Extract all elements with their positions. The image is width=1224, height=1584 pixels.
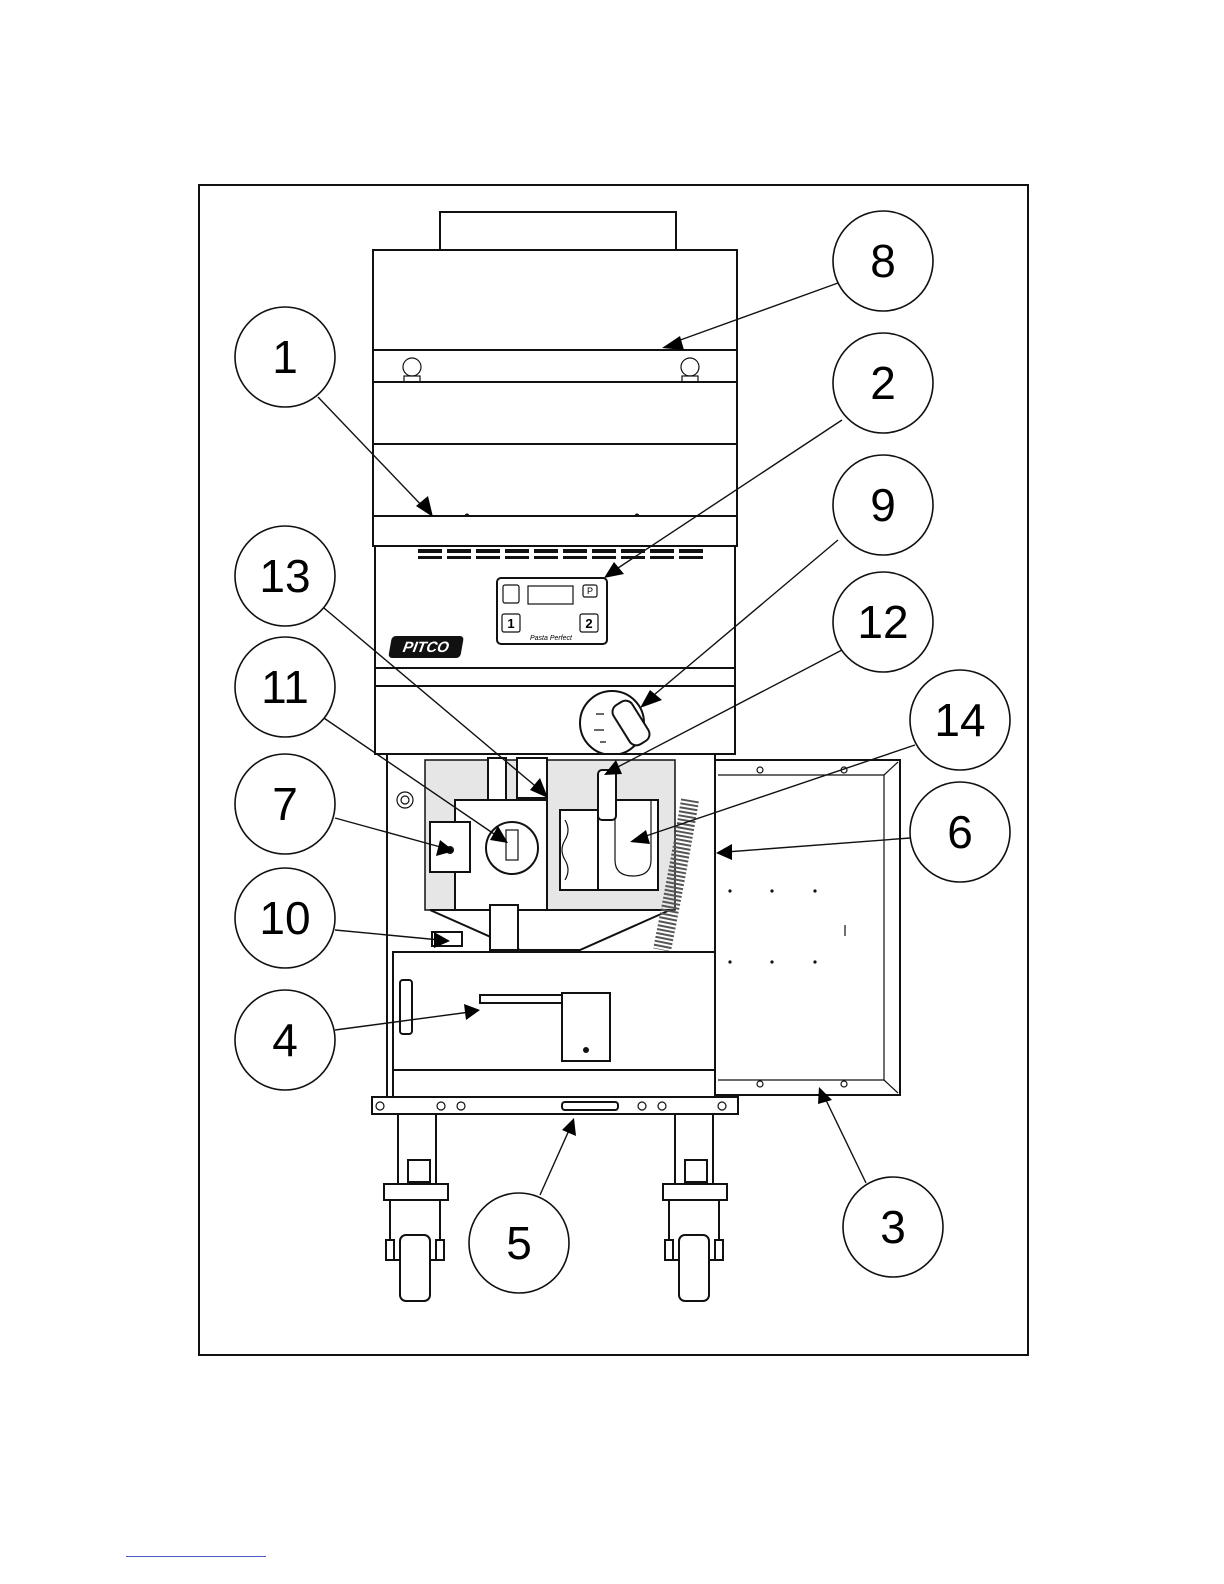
controller-key-program-label: P <box>587 586 593 596</box>
callout-1-label: 1 <box>272 331 298 383</box>
callout-6-label: 6 <box>947 806 973 858</box>
callout-5-label: 5 <box>506 1217 532 1269</box>
callout-13-label: 13 <box>259 550 310 602</box>
callout-13: 13 <box>235 526 335 626</box>
drain-pan-grip <box>400 980 412 1034</box>
callout-8-label: 8 <box>870 235 896 287</box>
cabinet-door <box>715 760 900 1095</box>
tank-body <box>373 382 737 444</box>
callout-11: 11 <box>235 637 335 737</box>
callout-1: 1 <box>235 307 335 407</box>
brand-logo: PITCO <box>388 636 464 658</box>
callout-14-label: 14 <box>934 694 985 746</box>
callout-12-label: 12 <box>857 596 908 648</box>
pilot-tube <box>488 758 506 800</box>
callout-8: 8 <box>833 211 933 311</box>
callout-6: 6 <box>910 782 1010 882</box>
base-frame <box>372 1097 738 1114</box>
callout-11-label: 11 <box>261 661 309 713</box>
callout-10: 10 <box>235 868 335 968</box>
callout-2: 2 <box>833 333 933 433</box>
callout-3: 3 <box>843 1177 943 1277</box>
callout-2-label: 2 <box>870 357 896 409</box>
tank-cover <box>373 250 737 350</box>
drain-pan <box>393 952 715 1070</box>
left-caster <box>384 1114 448 1301</box>
drain-valve-handle-base <box>562 1102 618 1110</box>
callout-12: 12 <box>833 572 933 672</box>
right-caster <box>663 1114 727 1301</box>
callout-7-label: 7 <box>272 778 298 830</box>
callout-9-label: 9 <box>870 479 896 531</box>
controller-key-2-label: 2 <box>585 616 592 631</box>
footer-rule <box>126 1556 266 1557</box>
callout-4: 4 <box>235 990 335 1090</box>
controller-script: Pasta Perfect <box>530 635 573 642</box>
controller-key-1-label: 1 <box>507 616 514 631</box>
callout-9: 9 <box>833 455 933 555</box>
callout-7: 7 <box>235 754 335 854</box>
callout-10-label: 10 <box>259 892 310 944</box>
flue <box>440 212 676 250</box>
callout-5: 5 <box>469 1193 569 1293</box>
fryer-illustration: P 1 2 Pasta Perfect PITCO <box>372 212 900 1301</box>
callout-4-label: 4 <box>272 1014 298 1066</box>
callout-3-label: 3 <box>880 1201 906 1253</box>
callout-14: 14 <box>910 670 1010 770</box>
svg-text:PITCO: PITCO <box>402 639 451 656</box>
